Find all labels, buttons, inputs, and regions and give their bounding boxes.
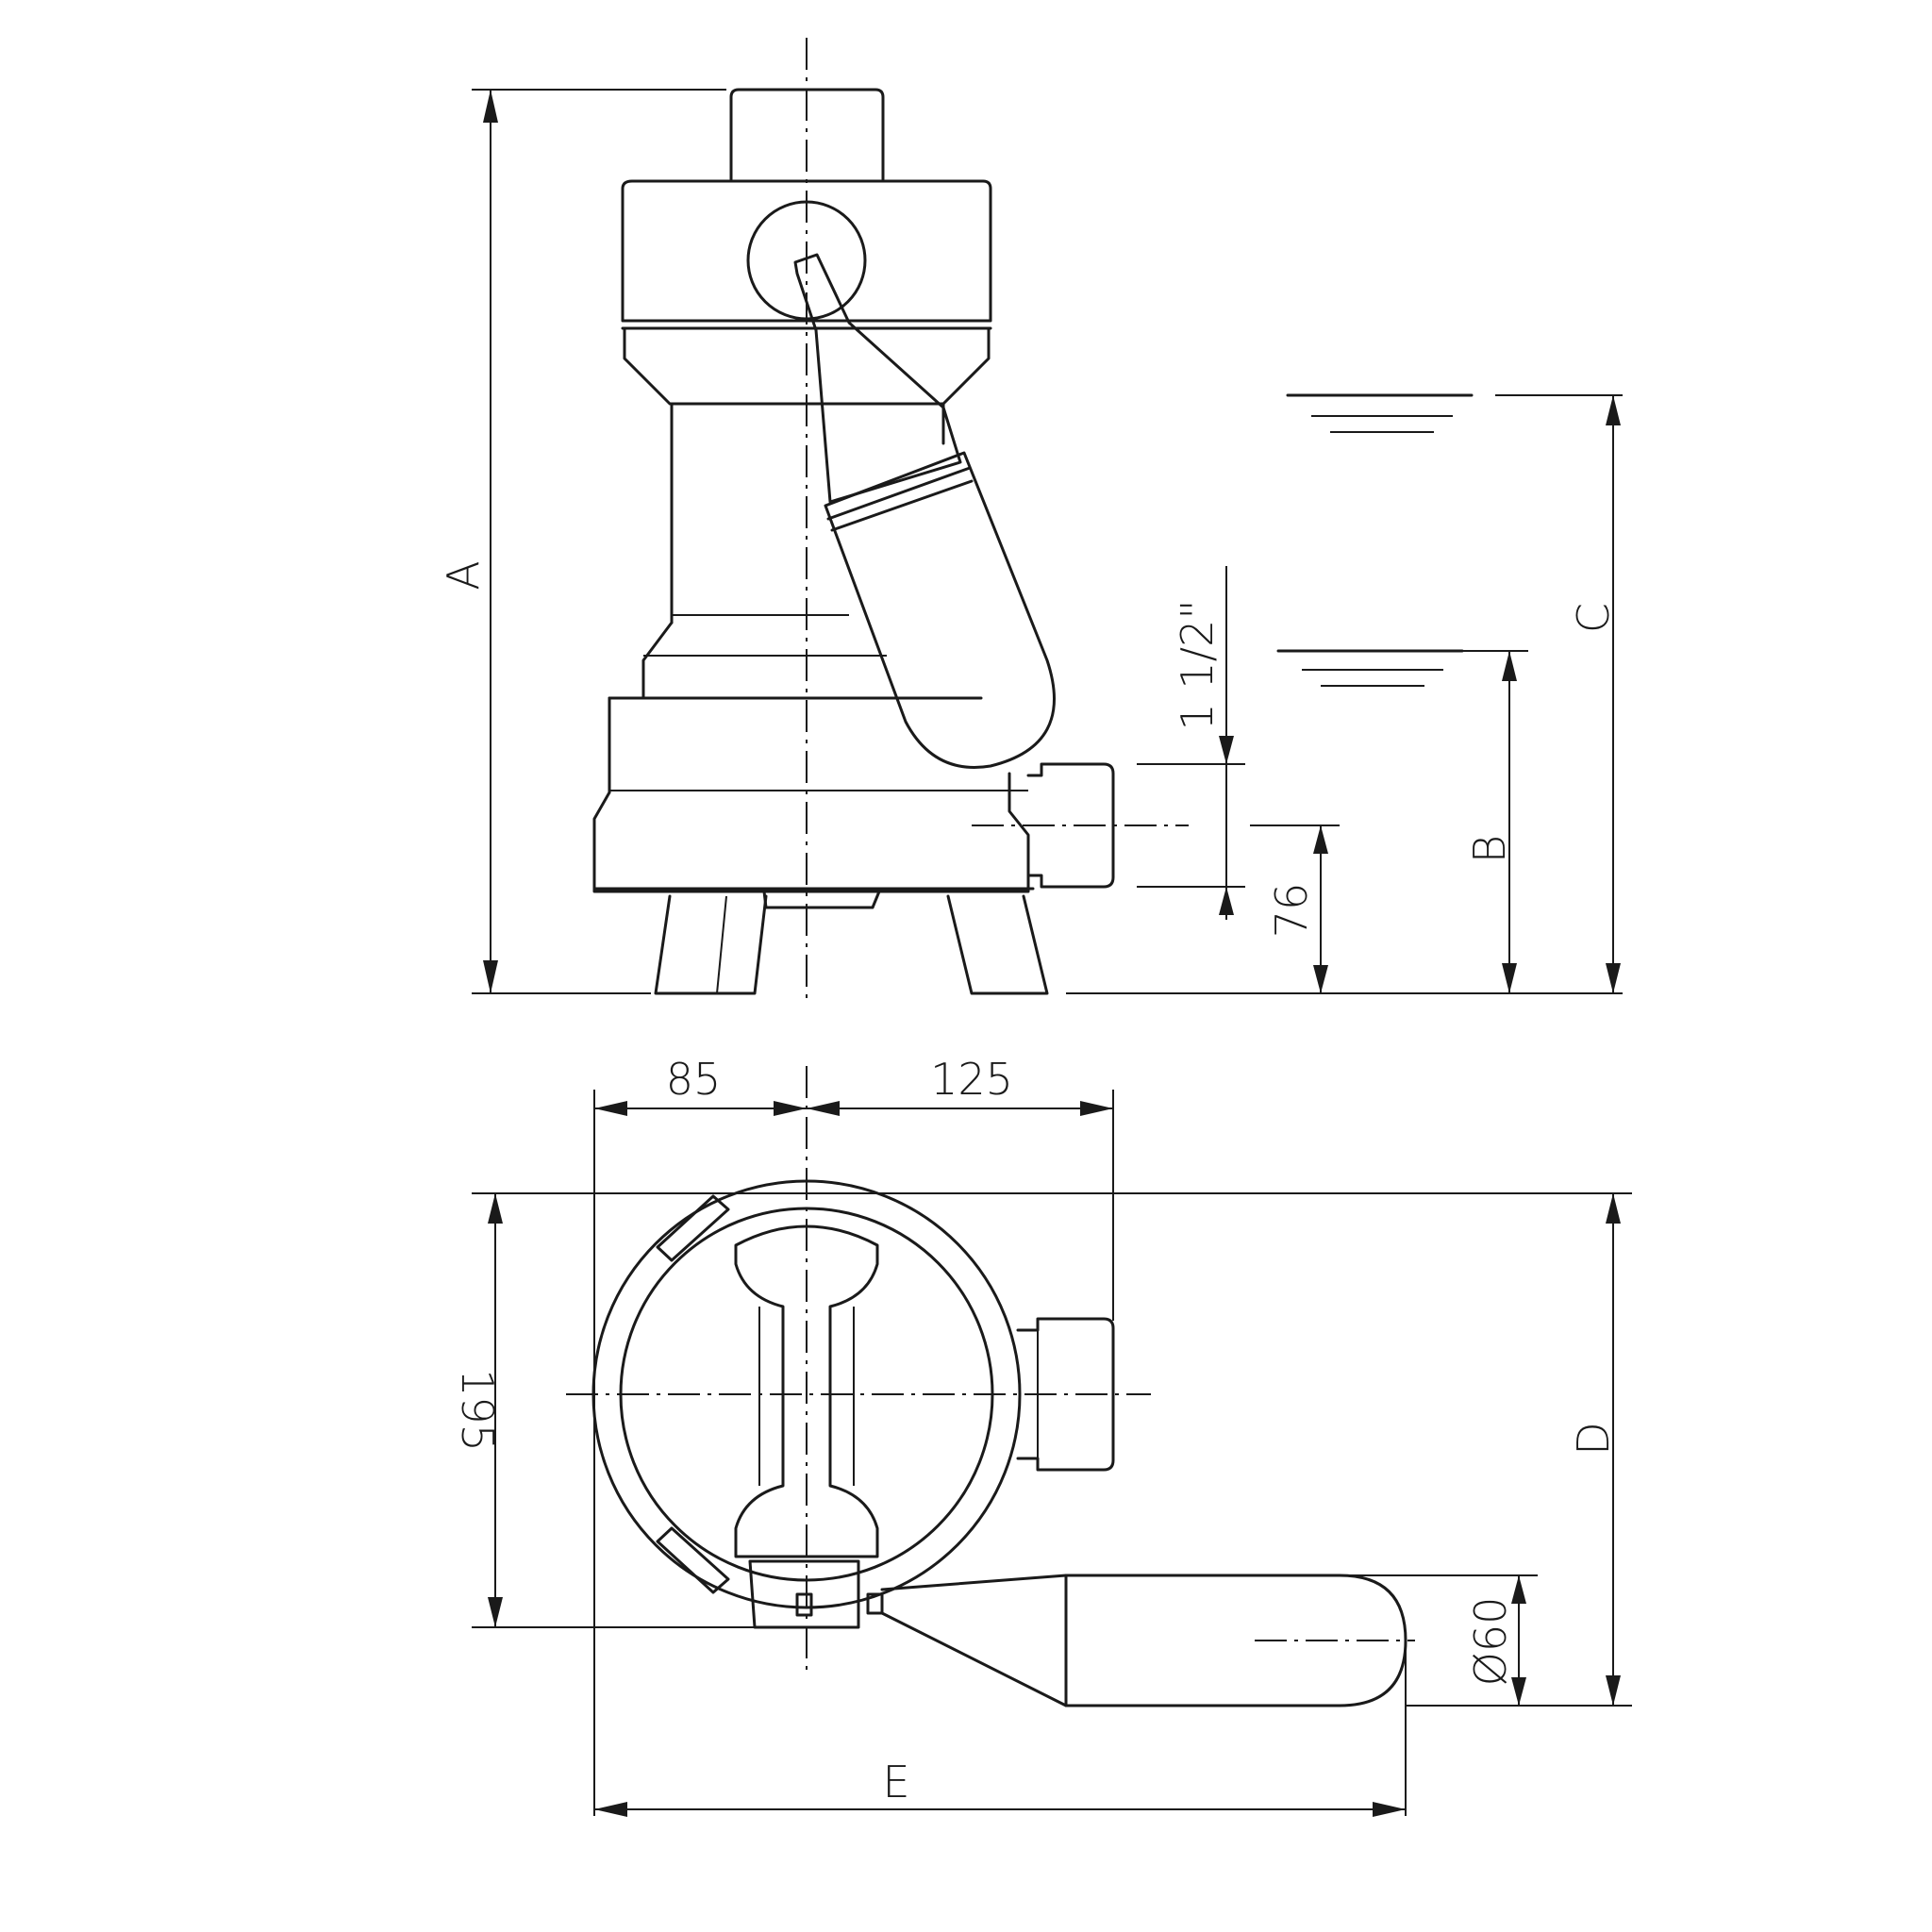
lug-top	[656, 1194, 730, 1262]
water-level-low	[1276, 649, 1528, 687]
top-float-body	[1064, 1574, 1407, 1707]
dimension-pipe-size	[1137, 566, 1245, 920]
handle	[734, 1224, 879, 1558]
top-view	[566, 1066, 1415, 1707]
label-outlet-height: 76	[1266, 883, 1317, 939]
cable-gland	[746, 200, 867, 321]
label-float-diameter: Ø60	[1465, 1597, 1516, 1687]
float-body	[824, 451, 1056, 769]
top-outlet	[1016, 1317, 1115, 1472]
label-d: D	[1568, 1422, 1619, 1455]
water-level-high	[1286, 393, 1623, 433]
side-view	[592, 38, 1189, 1000]
left-foot	[654, 894, 768, 995]
dimension-body-diameter	[472, 1192, 1632, 1628]
motor-head-taper	[623, 326, 991, 406]
label-left-offset: 85	[666, 1054, 722, 1105]
dimension-float-diameter	[1340, 1574, 1538, 1706]
float-ring-2	[830, 479, 974, 532]
label-a: A	[438, 560, 489, 590]
label-b: B	[1464, 835, 1515, 863]
motor-head	[621, 179, 992, 323]
float-arm	[793, 253, 962, 504]
top-cap	[729, 88, 885, 181]
float-clip	[748, 1559, 860, 1629]
dimension-b	[1502, 651, 1517, 993]
label-e: E	[882, 1757, 909, 1807]
pump-housing-lower	[592, 772, 1030, 893]
housing-inner-circle	[619, 1207, 994, 1582]
top-float-arm	[880, 1574, 1068, 1707]
left-foot-edge	[716, 895, 727, 994]
dimension-width-offsets	[593, 1090, 1114, 1394]
base-recess	[762, 890, 881, 909]
motor-body-step	[641, 621, 674, 700]
label-c: C	[1568, 603, 1619, 633]
float-clip-tab	[795, 1592, 813, 1617]
dimension-e	[593, 1394, 1407, 1817]
label-body-diameter: 195	[452, 1369, 503, 1452]
dimension-c	[1606, 395, 1621, 993]
lug-bottom	[656, 1526, 730, 1594]
dimension-outlet-height	[1250, 824, 1340, 993]
label-right-offset: 125	[930, 1054, 1013, 1105]
float-ring-1	[826, 466, 972, 521]
dimension-a	[472, 89, 726, 993]
right-foot	[946, 894, 1049, 995]
label-pipe-size: 1 1/2"	[1172, 599, 1223, 730]
